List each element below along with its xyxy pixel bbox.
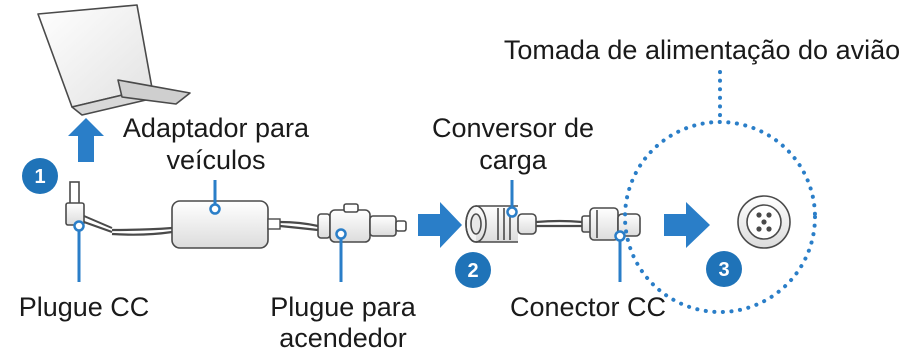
airplane-socket-icon — [737, 195, 791, 249]
dc-plug-icon — [65, 181, 113, 233]
arrow-right-icon — [418, 202, 462, 248]
charge-converter-pointer-dot — [506, 206, 518, 218]
label-airplane-outlet: Tomada de alimentação do avião — [504, 35, 900, 65]
arrow-up-icon — [68, 118, 104, 162]
label-charge-converter-line1: Conversor de — [432, 113, 594, 143]
label-car-adapter-line2: veículos — [166, 145, 265, 175]
step-3-badge: 3 — [706, 251, 742, 287]
label-dc-plug: Plugue CC — [19, 292, 150, 322]
label-lighter-plug-line1: Plugue para — [270, 292, 417, 322]
airplane-outlet-area — [623, 120, 817, 314]
step-1-number: 1 — [34, 166, 45, 188]
step-2-badge: 2 — [455, 252, 491, 288]
charge-converter-icon — [465, 205, 537, 243]
step-1-badge: 1 — [22, 158, 58, 194]
step-3-number: 3 — [718, 259, 729, 281]
label-charge-converter-line2: carga — [479, 145, 548, 175]
label-lighter-plug-line2: acendedor — [279, 323, 407, 353]
laptop-icon — [37, 4, 191, 116]
lighter-plug-icon — [317, 203, 407, 243]
step-2-number: 2 — [467, 260, 478, 282]
car-adapter-pointer-dot — [209, 203, 221, 215]
arrow-right-2-icon — [664, 202, 710, 248]
dc-plug-pointer-dot — [73, 220, 85, 232]
label-car-adapter-line1: Adaptador para — [123, 113, 310, 143]
dc-connector-icon — [581, 207, 641, 241]
lighter-plug-pointer-dot — [335, 228, 347, 240]
dc-connector-pointer-dot — [614, 230, 626, 242]
label-dc-connector: Conector CC — [510, 292, 666, 322]
